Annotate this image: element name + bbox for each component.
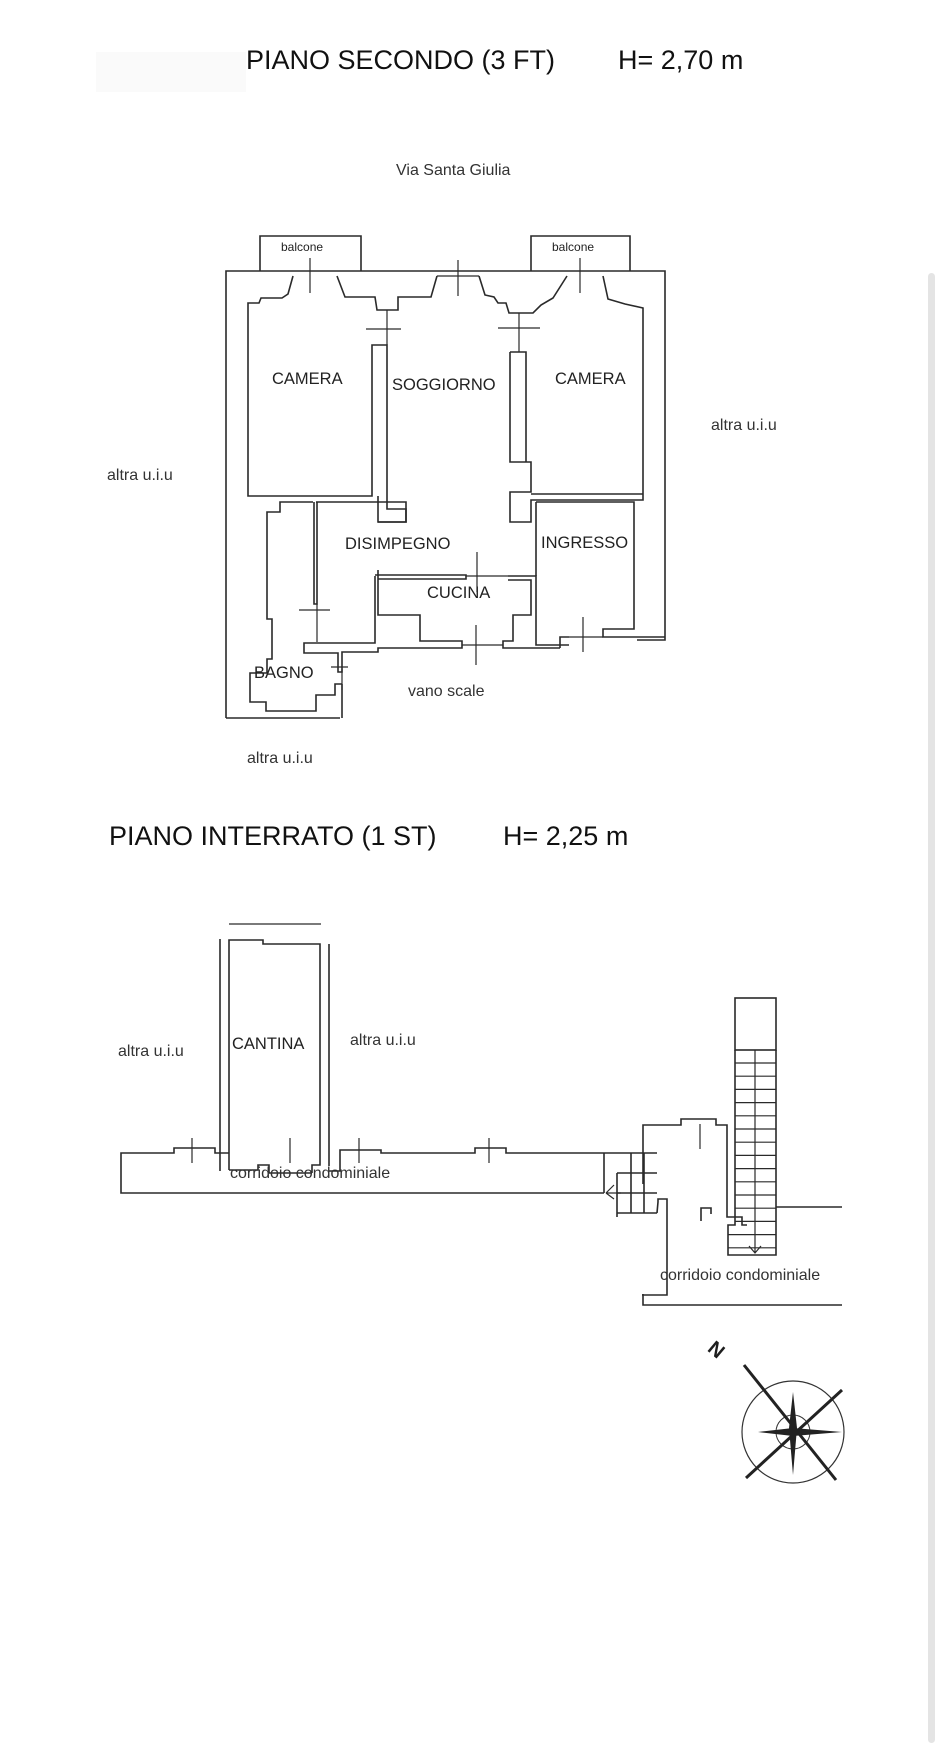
stair-hall-inner [700, 1207, 712, 1221]
stair-arrow-left [605, 1184, 621, 1200]
floor-plan-drawing: PIANO SECONDO (3 FT) H= 2,70 m Via Santa… [107, 45, 845, 1484]
cantina-walls [228, 939, 321, 1173]
street-label: Via Santa Giulia [396, 162, 511, 179]
label-soggiorno: SOGGIORNO [392, 376, 496, 394]
disimpegno-left-wall [313, 501, 407, 605]
vertical-scrollbar[interactable] [928, 273, 935, 1743]
stair-arrow-down [748, 1050, 762, 1254]
ingresso-bottom-left [559, 636, 569, 648]
stairwell-top [734, 997, 777, 1051]
label-corridor-left: corridoio condominiale [230, 1165, 390, 1182]
label-disimpegno: DISIMPEGNO [345, 535, 451, 553]
door-ingresso [569, 617, 603, 652]
door-bagno-corridor [299, 604, 330, 642]
door-bagno [331, 666, 348, 690]
label-corridor-right: corridoio condominiale [660, 1267, 820, 1284]
label-neighbor-bottom: altra u.i.u [247, 750, 313, 767]
basement-plan: CANTINA corridoio condominiale corridoio… [118, 923, 842, 1306]
label-vano-scale: vano scale [408, 683, 485, 700]
camera-left-walls [247, 275, 407, 523]
label-camera-right: CAMERA [555, 370, 626, 388]
label-basement-neighbor-right: altra u.i.u [350, 1032, 416, 1049]
label-balcone-right: balcone [552, 240, 594, 254]
camera-right-walls [509, 275, 644, 523]
cantina-bottom [229, 1164, 270, 1173]
label-camera-left: CAMERA [272, 370, 343, 388]
stair-outline [727, 1050, 777, 1256]
window-soggiorno [437, 260, 479, 296]
basement-height: H= 2,25 m [503, 821, 628, 851]
north-arrow-compass-icon: N [703, 1337, 845, 1484]
balcony-left [259, 235, 362, 271]
label-neighbor-right: altra u.i.u [711, 417, 777, 434]
corridor-left-walls [120, 1147, 604, 1194]
upper-floor-plan: balcone balcone CAMERA SOGGIORNO CAMERA … [107, 235, 777, 767]
soggiorno-right-wall [510, 351, 527, 462]
stair-hall-left [642, 1118, 747, 1226]
label-cantina: CANTINA [232, 1035, 304, 1053]
camera-right-top-left [478, 275, 568, 314]
outer-wall [225, 270, 666, 718]
small-stairs [603, 1152, 657, 1217]
door-cucina-top [466, 552, 508, 592]
door-camera-left [366, 310, 401, 345]
stair-hall-walls [642, 1198, 668, 1296]
basement-title: PIANO INTERRATO (1 ST) [109, 821, 437, 851]
disimpegno-bottom [317, 576, 376, 644]
upper-floor-title: PIANO SECONDO (3 FT) [246, 45, 555, 75]
label-ingresso: INGRESSO [541, 534, 628, 552]
door-cucina-bottom [462, 625, 503, 665]
main-stairs [727, 1050, 777, 1256]
corridor-top-segments [269, 1147, 604, 1174]
balcony-right [530, 235, 631, 271]
corridor-right-outline [642, 1206, 842, 1306]
label-bagno: BAGNO [254, 664, 314, 682]
faint-watermark [96, 52, 246, 92]
camera-left-top-right [336, 275, 438, 311]
label-cucina: CUCINA [427, 584, 490, 602]
ingresso-walls [535, 501, 665, 638]
bagno-top [303, 570, 463, 673]
door-camera-right [498, 313, 540, 352]
upper-floor-height: H= 2,70 m [618, 45, 743, 75]
label-neighbor-left: altra u.i.u [107, 467, 173, 484]
north-label: N [703, 1337, 728, 1363]
label-basement-neighbor-left: altra u.i.u [118, 1043, 184, 1060]
cucina-walls [375, 574, 569, 649]
bagno-corridor [249, 501, 342, 712]
label-balcone-left: balcone [281, 240, 323, 254]
